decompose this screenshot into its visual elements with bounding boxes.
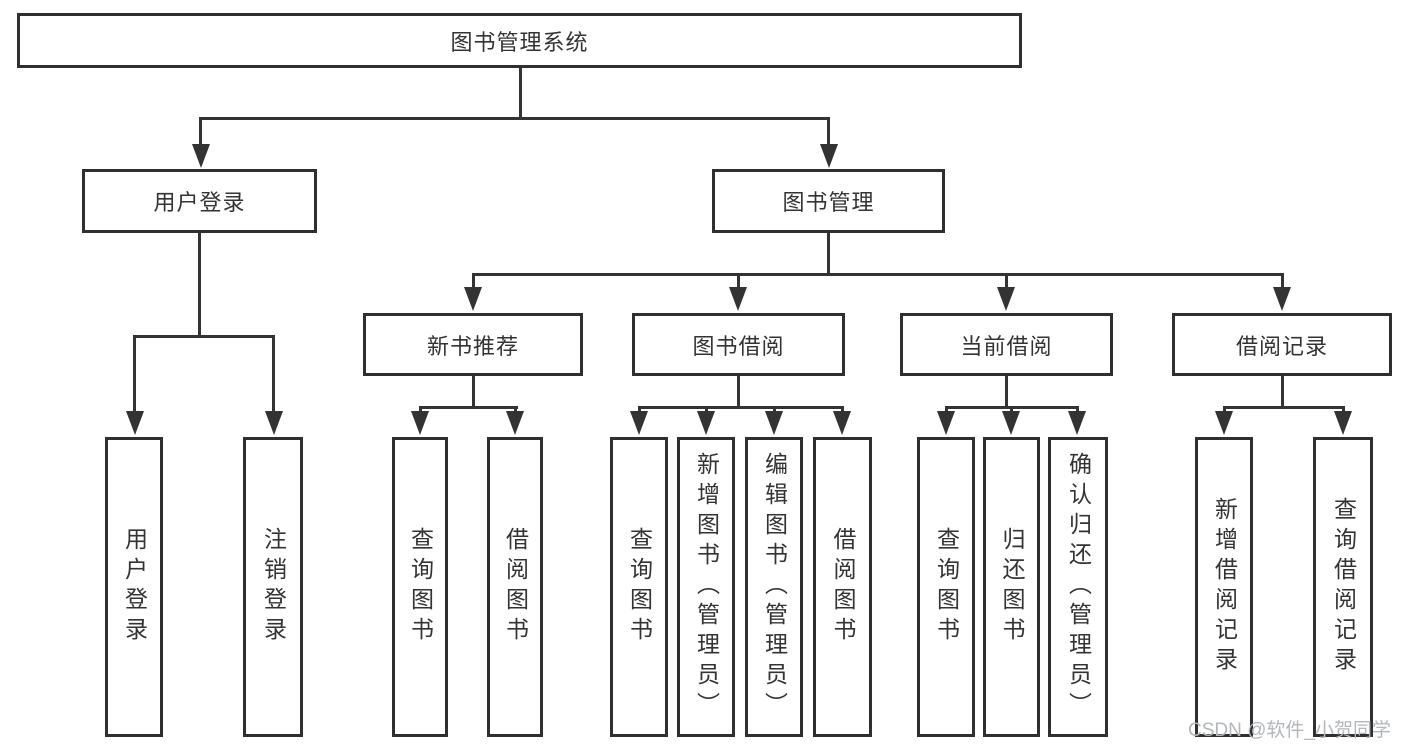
connector-line — [199, 117, 830, 120]
leaf-label: 确认归还（管理员） — [1065, 452, 1092, 722]
connector-line — [945, 406, 948, 414]
leaf-label: 用户登录 — [121, 527, 148, 647]
leaf-label: 借阅图书 — [502, 527, 529, 647]
connector-line — [133, 335, 275, 338]
node-current-borrowing: 当前借阅 — [900, 313, 1113, 376]
csdn-watermark: CSDN @软件_小贺同学 — [1188, 720, 1391, 741]
connector-line — [737, 273, 740, 291]
arrow-down-icon — [697, 411, 715, 435]
leaf-query-books-recommend: 查询图书 — [392, 437, 448, 737]
node-label: 用户登录 — [153, 190, 246, 215]
node-label: 图书借阅 — [692, 333, 785, 359]
connector-line — [272, 335, 275, 413]
connector-line — [514, 406, 517, 414]
leaf-label: 查询图书 — [933, 527, 960, 647]
arrow-down-icon — [630, 411, 648, 435]
arrow-down-icon — [411, 411, 429, 435]
node-label: 图书管理 — [782, 190, 875, 215]
leaf-label: 新增借阅记录 — [1211, 497, 1238, 677]
arrow-down-icon — [1068, 411, 1086, 435]
arrow-down-icon — [1273, 287, 1291, 311]
connector-line — [1010, 406, 1013, 414]
leaf-query-books-borrow: 查询图书 — [610, 437, 668, 737]
node-label: 新书推荐 — [426, 333, 519, 359]
arrow-down-icon — [126, 411, 144, 435]
connector-line — [737, 376, 740, 409]
leaf-return-books: 归还图书 — [983, 437, 1040, 737]
leaf-edit-books-admin: 编辑图书（管理员） — [745, 437, 803, 737]
connector-line — [827, 117, 830, 149]
node-borrowing-records: 借阅记录 — [1172, 313, 1392, 376]
node-new-book-recommendation: 新书推荐 — [363, 313, 583, 376]
connector-line — [1281, 376, 1284, 409]
connector-line — [773, 406, 776, 414]
arrow-down-icon — [464, 287, 482, 311]
node-user-login: 用户登录 — [82, 169, 317, 233]
leaf-confirm-return-admin: 确认归还（管理员） — [1048, 437, 1108, 737]
arrow-down-icon — [820, 144, 838, 168]
node-label: 图书管理系统 — [450, 29, 589, 55]
connector-line — [472, 376, 475, 409]
leaf-label: 查询借阅记录 — [1330, 497, 1357, 677]
connector-line — [472, 273, 475, 291]
connector-line — [827, 233, 830, 275]
connector-line — [519, 68, 522, 120]
leaf-label: 借阅图书 — [830, 527, 856, 647]
connector-line — [1223, 406, 1226, 414]
connector-line — [638, 406, 844, 409]
connector-line — [472, 273, 1283, 276]
connector-line — [1005, 376, 1008, 409]
connector-line — [1005, 273, 1008, 291]
leaf-borrow-books: 借阅图书 — [813, 437, 872, 737]
arrow-down-icon — [997, 287, 1015, 311]
leaf-label: 查询图书 — [407, 527, 434, 647]
connector-line — [419, 406, 422, 414]
connector-line — [705, 406, 708, 414]
connector-line — [1281, 273, 1284, 291]
leaf-label: 编辑图书（管理员） — [761, 452, 788, 722]
arrow-down-icon — [506, 411, 524, 435]
leaf-add-books-admin: 新增图书（管理员） — [677, 437, 735, 737]
arrow-down-icon — [833, 411, 851, 435]
leaf-label: 新增图书（管理员） — [693, 452, 720, 722]
leaf-user-login: 用户登录 — [105, 437, 163, 737]
arrow-down-icon — [265, 411, 283, 435]
node-library-system: 图书管理系统 — [17, 13, 1022, 68]
connector-line — [198, 233, 201, 337]
arrow-down-icon — [1215, 411, 1233, 435]
leaf-label: 查询图书 — [626, 527, 653, 647]
leaf-add-borrow-record: 新增借阅记录 — [1195, 437, 1253, 737]
connector-line — [1342, 406, 1345, 414]
connector-line — [638, 406, 641, 414]
connector-line — [1223, 406, 1344, 409]
leaf-label: 归还图书 — [999, 527, 1025, 647]
node-book-management: 图书管理 — [712, 169, 945, 233]
leaf-label: 注销登录 — [260, 527, 287, 647]
arrow-down-icon — [1002, 411, 1020, 435]
arrow-down-icon — [192, 144, 210, 168]
connector-line — [133, 335, 136, 413]
arrow-down-icon — [1334, 411, 1352, 435]
leaf-borrow-books-recommend: 借阅图书 — [487, 437, 543, 737]
leaf-query-borrow-record: 查询借阅记录 — [1313, 437, 1373, 737]
arrow-down-icon — [937, 411, 955, 435]
connector-line — [199, 117, 202, 149]
arrow-down-icon — [765, 411, 783, 435]
connector-line — [1076, 406, 1079, 414]
arrow-down-icon — [729, 287, 747, 311]
connector-line — [841, 406, 844, 414]
node-label: 借阅记录 — [1235, 333, 1328, 359]
connector-line — [419, 406, 518, 409]
node-label: 当前借阅 — [960, 333, 1053, 359]
leaf-logout: 注销登录 — [243, 437, 303, 737]
node-book-borrowing: 图书借阅 — [632, 313, 845, 376]
leaf-query-books-current: 查询图书 — [917, 437, 975, 737]
